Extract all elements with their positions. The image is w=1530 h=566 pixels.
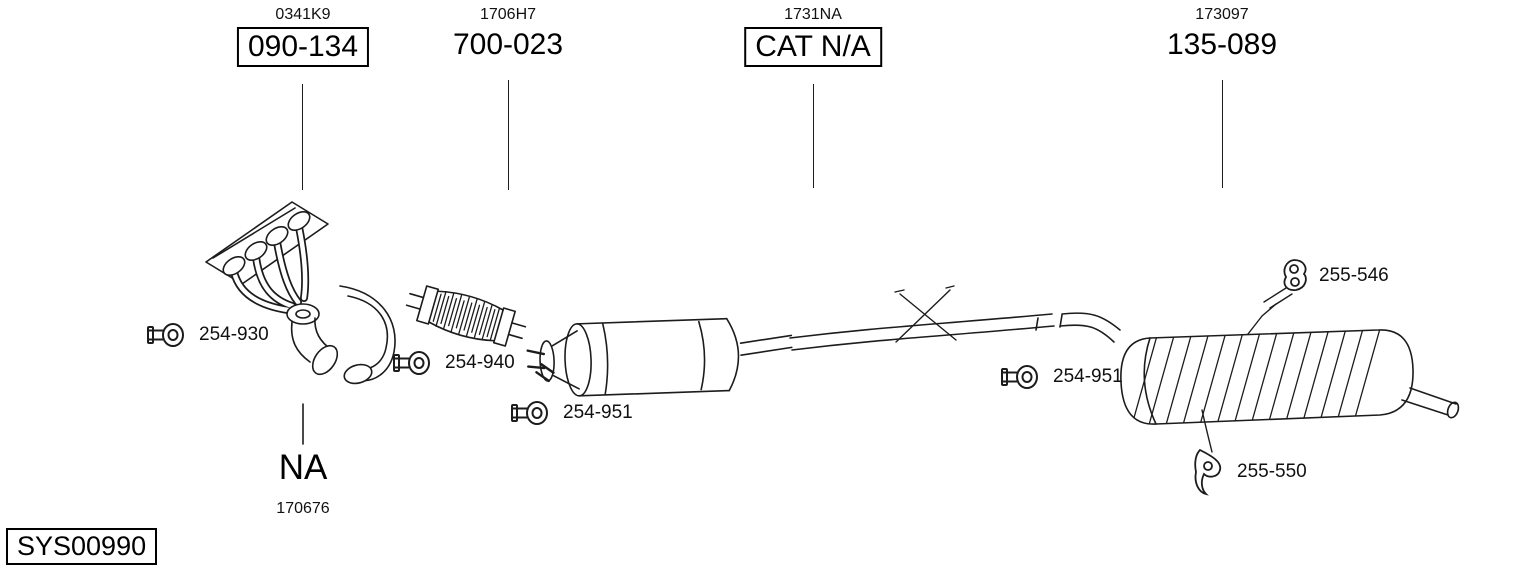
part-ref-code: 173097 — [1195, 6, 1249, 23]
component-part-number: 254-930 — [199, 324, 269, 345]
part-ref-code: 0341K9 — [275, 6, 331, 23]
leader-line — [813, 84, 814, 188]
leader-line — [302, 84, 303, 190]
component-label: 254-940 — [392, 348, 515, 378]
component-part-number: 255-546 — [1319, 265, 1389, 286]
clamp-icon — [392, 348, 436, 378]
component-label: 255-550 — [1192, 448, 1307, 496]
header-label: 0341K9 090-134 — [236, 6, 370, 67]
component-part-number: 254-940 — [445, 352, 515, 373]
tailpipe-drawing — [1401, 387, 1460, 419]
component-label: 254-930 — [146, 320, 269, 350]
na-label: NA — [278, 448, 328, 487]
part-number: 700-023 — [452, 28, 564, 61]
flex-pipe-drawing — [405, 285, 527, 347]
component-label: 255-546 — [1280, 258, 1389, 294]
system-code-box: SYS00990 — [6, 528, 158, 565]
hanger-icon — [1280, 258, 1310, 294]
header-label: 1706H7 700-023 — [453, 6, 563, 63]
part-number: 090-134 — [236, 27, 370, 67]
manifold-drawing — [205, 201, 396, 385]
part-ref-code: 1731NA — [784, 6, 842, 23]
part-number: CAT N/A — [744, 27, 882, 67]
header-label: 1731NA CAT N/A — [744, 6, 882, 67]
component-part-number: 254-951 — [563, 402, 633, 423]
leader-line — [508, 80, 509, 190]
na-ref-code: 170676 — [276, 500, 330, 517]
component-label: 254-951 — [1000, 362, 1123, 392]
header-label: 173097 135-089 — [1167, 6, 1277, 63]
leader-line — [1222, 80, 1223, 188]
component-label: 254-951 — [510, 398, 633, 428]
part-ref-code: 1706H7 — [479, 6, 537, 23]
clamp-icon — [510, 398, 554, 428]
clamp-icon — [146, 320, 190, 350]
component-part-number: 255-550 — [1237, 461, 1307, 482]
hanger-rod-drawing — [1247, 287, 1293, 335]
mid-pipe-drawing — [789, 285, 1063, 351]
hanger-icon — [1192, 448, 1228, 496]
clamp-icon — [1000, 362, 1044, 392]
component-part-number: 254-951 — [1053, 366, 1123, 387]
center-muffler-drawing — [526, 317, 793, 397]
part-number: 135-089 — [1166, 28, 1278, 61]
